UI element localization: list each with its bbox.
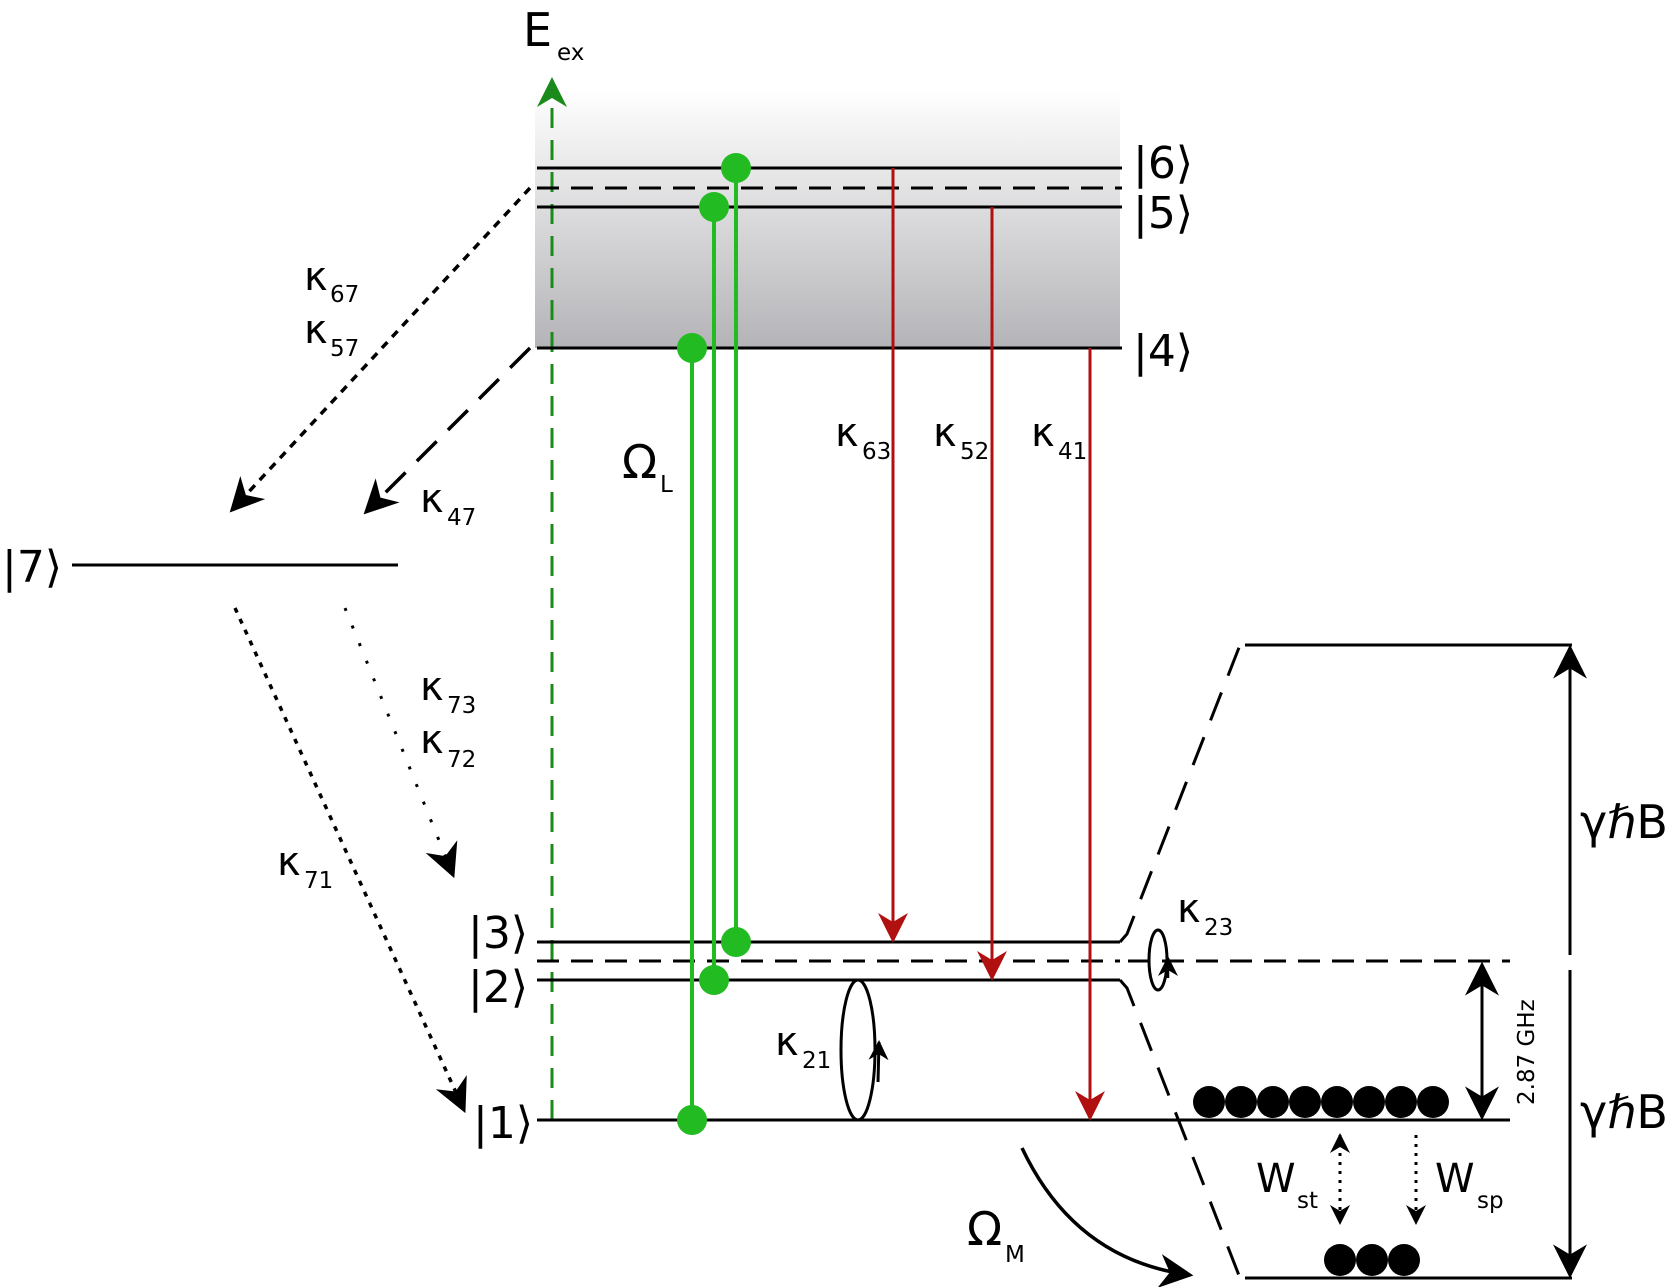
w-st-symbol: W <box>1256 1156 1296 1202</box>
k23-symbol: κ <box>1177 886 1201 932</box>
omega-l-symbol: Ω <box>622 435 657 489</box>
k71-arrow <box>233 607 467 1114</box>
pump-dot-l5 <box>699 192 729 222</box>
omega-m-arrow <box>1020 1147 1194 1287</box>
k21-loop <box>839 978 877 1122</box>
k71-symbol: κ <box>277 839 301 885</box>
level-2-label: |2⟩ <box>468 962 528 1013</box>
level-3-label: |3⟩ <box>468 908 528 959</box>
k52-symbol: κ <box>933 410 957 456</box>
level-1-label: |1⟩ <box>473 1098 533 1149</box>
k63-sub: 63 <box>862 439 891 465</box>
w-st-sub: st <box>1297 1188 1318 1214</box>
zeeman-upper-label: γℏB <box>1580 795 1668 849</box>
upper-population-dot <box>1388 1244 1420 1276</box>
omega-l-sub: L <box>660 472 673 498</box>
lower-population-dot <box>1353 1086 1385 1118</box>
k63-symbol: κ <box>835 410 859 456</box>
k57-sub: 57 <box>330 336 359 362</box>
level-4-label: |4⟩ <box>1133 326 1193 377</box>
laser-pump-transitions <box>677 153 751 1135</box>
k21-loop-arrow <box>868 1040 889 1083</box>
k57-symbol: κ <box>304 307 328 353</box>
lower-population-dot <box>1193 1086 1225 1118</box>
level-7-label: |7⟩ <box>2 542 62 593</box>
level-6-label: |6⟩ <box>1133 138 1193 189</box>
k73-symbol: κ <box>420 664 444 710</box>
lower-population-dot <box>1257 1086 1289 1118</box>
zfs-label: 2.87 GHz <box>1514 999 1540 1105</box>
zeeman-connector-lower <box>1118 979 1242 1279</box>
omega-m-sub: M <box>1005 1242 1025 1268</box>
lower-population-dot <box>1321 1086 1353 1118</box>
k47-sub: 47 <box>447 505 476 531</box>
omega-m-symbol: Ω <box>967 1202 1002 1256</box>
k47-arrow <box>363 346 532 515</box>
k73-sub: 73 <box>447 693 476 719</box>
k23-sub: 23 <box>1204 915 1233 941</box>
pump-dot-l1 <box>677 1105 707 1135</box>
k67-k57-arrow <box>229 186 532 513</box>
energy-axis-sub: ex <box>557 40 584 66</box>
k52-sub: 52 <box>960 439 989 465</box>
pump-dot-l4 <box>677 333 707 363</box>
k72-symbol: κ <box>420 717 444 763</box>
zeeman-lower-label: γℏB <box>1580 1085 1668 1139</box>
zeeman-connector-upper <box>1118 644 1242 943</box>
w-sp-symbol: W <box>1435 1156 1475 1202</box>
k72-sub: 72 <box>447 747 476 773</box>
pump-dot-l6 <box>721 153 751 183</box>
k21-sub: 21 <box>802 1048 831 1074</box>
lower-population-dot <box>1289 1086 1321 1118</box>
lower-population-dot <box>1417 1086 1449 1118</box>
lower-population-dot <box>1225 1086 1257 1118</box>
excited-state-band <box>535 90 1120 348</box>
upper-level-population <box>1324 1244 1420 1276</box>
k71-sub: 71 <box>304 868 333 894</box>
w-sp-sub: sp <box>1477 1188 1504 1214</box>
lower-population-dot <box>1385 1086 1417 1118</box>
pump-dot-l2 <box>699 965 729 995</box>
energy-axis-label: E <box>523 3 552 57</box>
upper-population-dot <box>1356 1244 1388 1276</box>
k21-symbol: κ <box>775 1019 799 1065</box>
k67-sub: 67 <box>330 282 359 308</box>
k41-sub: 41 <box>1058 439 1087 465</box>
lower-level-population <box>1193 1086 1449 1118</box>
upper-population-dot <box>1324 1244 1356 1276</box>
k41-symbol: κ <box>1031 410 1055 456</box>
k47-symbol: κ <box>420 476 444 522</box>
level-5-label: |5⟩ <box>1133 188 1193 239</box>
pump-dot-l3 <box>721 927 751 957</box>
k67-symbol: κ <box>304 254 328 300</box>
